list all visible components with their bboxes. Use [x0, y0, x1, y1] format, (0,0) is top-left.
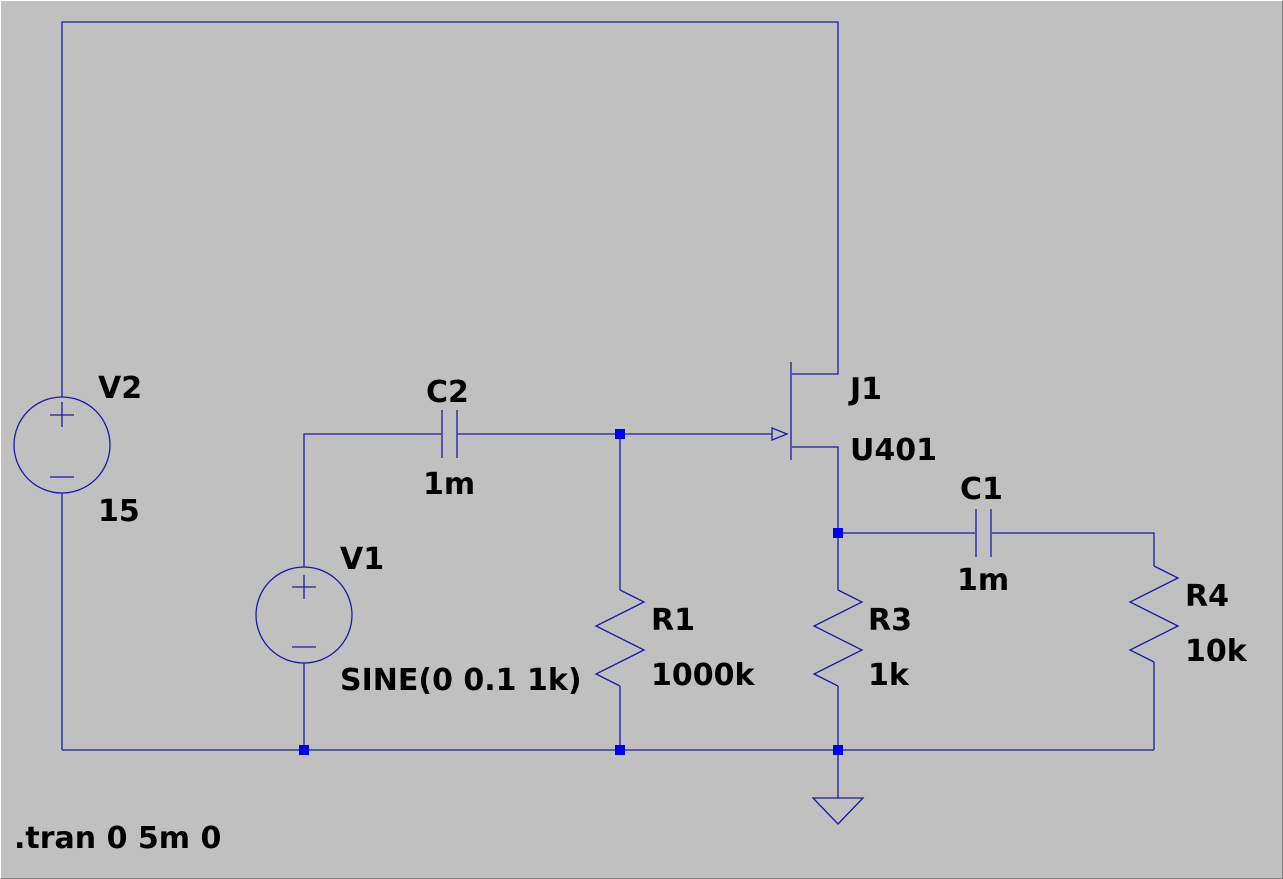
c1-value-label[interactable]: 1m	[957, 563, 1009, 598]
c2-value-label[interactable]: 1m	[423, 467, 475, 502]
junction-ground-r3[interactable]	[833, 745, 843, 755]
junction-ground-v1[interactable]	[299, 745, 309, 755]
r1-name-label[interactable]: R1	[651, 603, 695, 638]
v2-source-symbol[interactable]	[13, 396, 111, 494]
junction-source-node[interactable]	[833, 528, 843, 538]
r4-resistor-symbol[interactable]	[1128, 565, 1180, 663]
ground-symbol[interactable]	[811, 797, 865, 825]
junction-gate-node[interactable]	[615, 429, 625, 439]
j1-model-label[interactable]: U401	[850, 433, 937, 468]
r3-name-label[interactable]: R3	[868, 603, 912, 638]
j1-jfet-symbol[interactable]	[771, 362, 792, 460]
wire-source-to-r3[interactable]	[792, 446, 839, 590]
r1-value-label[interactable]: 1000k	[651, 658, 755, 693]
spice-directive-label[interactable]: .tran 0 5m 0	[14, 821, 221, 856]
r3-resistor-symbol[interactable]	[812, 589, 864, 687]
v2-value-label[interactable]: 15	[98, 494, 140, 529]
wire-v1-to-c2[interactable]	[303, 433, 441, 567]
c2-name-label[interactable]: C2	[426, 375, 469, 410]
v1-value-label[interactable]: SINE(0 0.1 1k)	[340, 663, 582, 698]
c2-capacitor-symbol[interactable]	[441, 410, 458, 458]
r4-value-label[interactable]: 10k	[1185, 634, 1248, 669]
wire-supply-top[interactable]	[61, 21, 839, 397]
r1-resistor-symbol[interactable]	[594, 589, 646, 687]
v1-name-label[interactable]: V1	[340, 542, 384, 577]
c1-name-label[interactable]: C1	[960, 472, 1003, 507]
v1-source-symbol[interactable]	[255, 566, 353, 664]
v2-name-label[interactable]: V2	[98, 371, 142, 406]
junction-ground-r1[interactable]	[615, 745, 625, 755]
r3-value-label[interactable]: 1k	[868, 658, 910, 693]
c1-capacitor-symbol[interactable]	[975, 509, 992, 557]
j1-name-label[interactable]: J1	[848, 372, 882, 407]
wire-c1-to-r4[interactable]	[992, 532, 1155, 566]
r4-name-label[interactable]: R4	[1185, 579, 1229, 614]
